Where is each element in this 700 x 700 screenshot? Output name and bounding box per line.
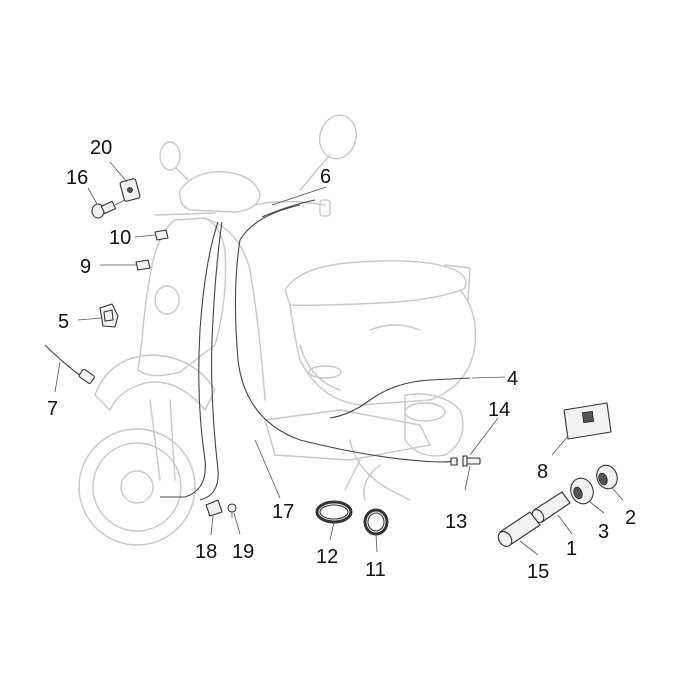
sensor-cable-part[interactable]: [44, 344, 95, 384]
callout-4: 4: [507, 368, 518, 390]
callout-20: 20: [90, 137, 112, 159]
rear-brake-cable: [329, 377, 471, 419]
screw-part[interactable]: [91, 199, 126, 219]
callout-7: 7: [47, 398, 58, 420]
callout-10: 10: [109, 227, 131, 249]
clip-part-18[interactable]: [205, 499, 223, 517]
bracket-part[interactable]: [99, 303, 119, 328]
callout-19: 19: [232, 541, 254, 563]
callout-8: 8: [537, 461, 548, 483]
callout-13: 13: [445, 511, 467, 533]
callout-labels: 20 16 10 9 5 7 6 4 14 13 8 2 3 1 15 17 1…: [47, 137, 636, 583]
clip-nut-part[interactable]: [119, 178, 141, 202]
callout-5: 5: [58, 311, 69, 333]
brake-cable: [199, 221, 223, 501]
cable-tie-line: [261, 199, 316, 218]
hose-clamp-part-12[interactable]: [315, 500, 353, 524]
clip-part-10[interactable]: [154, 229, 169, 241]
screw-part-19[interactable]: [227, 503, 237, 518]
callout-17: 17: [272, 501, 294, 523]
callout-9: 9: [80, 256, 91, 278]
cable-routing: [160, 199, 471, 501]
callout-18: 18: [195, 541, 217, 563]
throttle-cable: [234, 204, 459, 463]
speedometer-cable: [160, 221, 219, 498]
nut-part-14[interactable]: [450, 457, 458, 466]
plate-part[interactable]: [563, 402, 612, 440]
callout-12: 12: [316, 546, 338, 568]
hose-clamp-part-11[interactable]: [363, 508, 389, 536]
callout-16: 16: [66, 167, 88, 189]
nut-part[interactable]: [567, 475, 597, 507]
grommet-part[interactable]: [495, 511, 541, 549]
callout-15: 15: [527, 561, 549, 583]
clip-part-9[interactable]: [135, 259, 151, 271]
scooter-outline: [78, 114, 477, 546]
callout-14: 14: [488, 399, 510, 421]
bushing-part[interactable]: [593, 462, 620, 491]
callout-11: 11: [365, 559, 386, 581]
leader-lines: [54, 161, 624, 556]
screw-part-13[interactable]: [462, 455, 481, 467]
callout-1: 1: [566, 538, 577, 560]
callout-3: 3: [598, 521, 609, 543]
callout-6: 6: [320, 166, 331, 188]
callout-2: 2: [625, 507, 636, 529]
